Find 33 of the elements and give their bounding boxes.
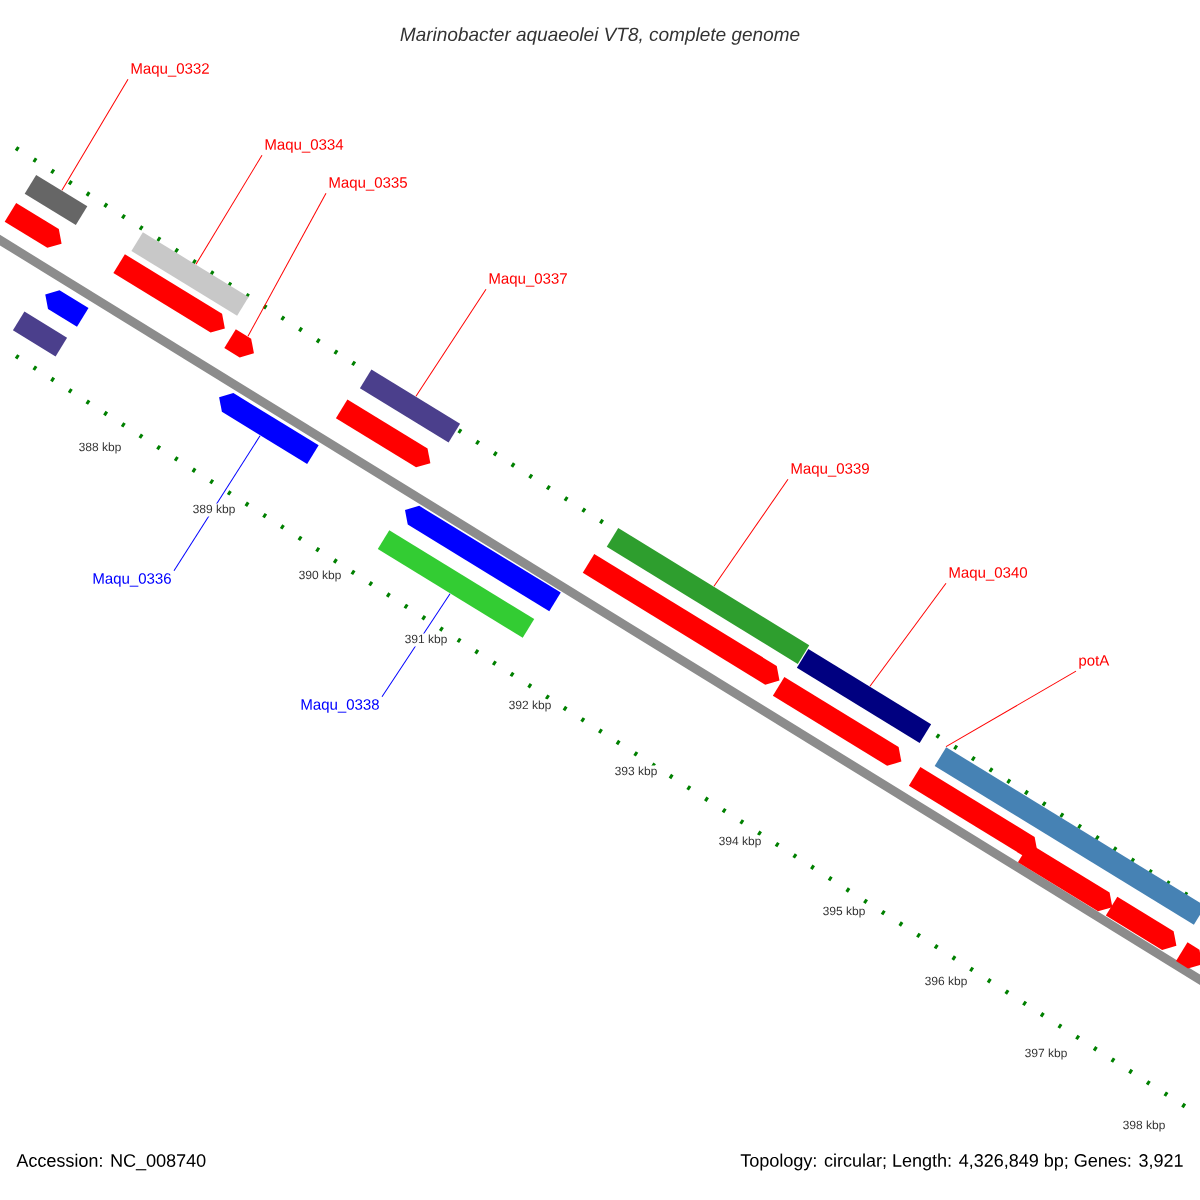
gene-bar — [908, 767, 1038, 856]
leader-line — [173, 435, 261, 572]
gene-bar — [606, 528, 810, 664]
gene-bar — [796, 649, 932, 743]
accession-text: Accession: NC_008740 — [16, 1153, 206, 1171]
gene-bar — [335, 399, 431, 468]
gene-bar — [4, 202, 62, 248]
gene-bar — [934, 747, 1200, 925]
leader-line — [381, 593, 451, 698]
gene-bar — [219, 393, 319, 465]
leader-line — [713, 478, 789, 587]
genome-summary: Topology: circular; Length: 4,326,849 bp; Genes: 3,921 — [740, 1153, 1183, 1171]
leader-line — [869, 582, 947, 687]
gene-bar — [772, 677, 902, 766]
gene-bar — [24, 174, 88, 226]
leader-line — [61, 78, 129, 191]
gene-bar — [1105, 896, 1177, 950]
gene-bar — [404, 505, 561, 612]
gene-bar — [45, 290, 89, 327]
gene-bar — [359, 369, 461, 443]
leader-line — [945, 670, 1077, 748]
gene-bar — [377, 530, 535, 638]
title: Marinobacter aquaeolei VT8, complete genome — [400, 27, 800, 45]
gene-bar — [113, 254, 225, 333]
gene-bar — [582, 554, 780, 685]
leader-line — [195, 154, 263, 265]
leader-line — [415, 288, 487, 397]
gene-bar — [12, 311, 68, 357]
gene-bar — [1176, 942, 1200, 969]
gene-bar — [1017, 843, 1113, 912]
gene-bar — [131, 232, 249, 316]
leader-line — [247, 192, 327, 337]
gene-bar — [224, 329, 254, 358]
